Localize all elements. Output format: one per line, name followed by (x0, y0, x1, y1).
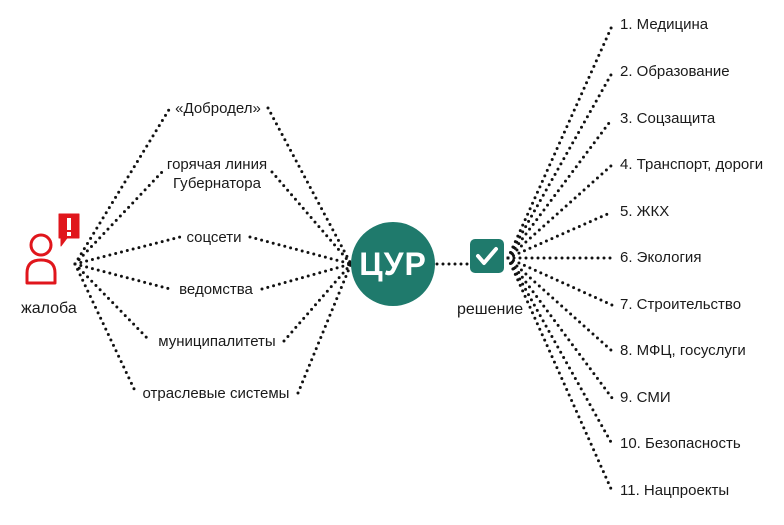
connector-source-hub-2 (270, 170, 353, 266)
source-departments: ведомства (176, 281, 256, 299)
checkmark-icon (470, 239, 504, 273)
connector-complaint-source-5 (73, 262, 152, 343)
connector-decision-category-1 (506, 24, 614, 260)
category-7: 7. Строительство (617, 296, 745, 314)
connector-decision-category-7 (506, 256, 614, 307)
connector-decision-category-9 (506, 256, 614, 400)
connector-complaint-source-1 (73, 106, 172, 266)
connector-decision-category-8 (506, 256, 614, 353)
connector-source-hub-4 (260, 262, 353, 291)
connector-decision-category-3 (506, 117, 614, 260)
category-8: 8. МФЦ, госуслуги (617, 342, 749, 360)
source-governor-hotline-line1: горячая линия (166, 156, 268, 173)
connector-decision-category-2 (506, 71, 614, 260)
category-4: 4. Транспорт, дороги (617, 156, 767, 174)
category-2: 2. Образование (617, 63, 733, 81)
source-industry-systems: отраслевые системы (139, 385, 293, 403)
decision-label: решение (457, 301, 524, 318)
hub-circle: ЦУР (351, 222, 435, 306)
connector-decision-category-5 (506, 210, 614, 260)
person-icon (25, 233, 57, 285)
connector-decision-category-10 (506, 256, 614, 446)
connector-source-hub-6 (296, 262, 353, 395)
category-9: 9. СМИ (617, 389, 674, 407)
exclamation-icon (58, 213, 80, 247)
connector-decision-category-4 (506, 163, 614, 260)
category-6: 6. Экология (617, 249, 705, 267)
connector-source-hub-1 (266, 106, 353, 266)
source-social-networks: соцсети (183, 229, 245, 247)
category-3: 3. Соцзащита (617, 110, 719, 128)
category-10: 10. Безопасность (617, 435, 744, 453)
source-municipalities: муниципалитеты (155, 333, 279, 351)
connector-source-hub-3 (248, 235, 353, 266)
checkmark-glyph (476, 247, 498, 265)
connector-decision-category-11 (506, 256, 614, 493)
category-11: 11. Нацпроекты (617, 482, 733, 500)
connector-complaint-source-3 (73, 235, 182, 266)
connector-complaint-source-4 (73, 262, 172, 291)
category-1: 1. Медицина (617, 16, 712, 34)
connector-complaint-source-2 (73, 170, 164, 266)
connector-complaint-source-6 (73, 262, 138, 395)
source-governor-hotline: горячая линия Губернатора (163, 155, 271, 193)
source-dobrodel: «Добродел» (172, 100, 264, 118)
category-5: 5. ЖКХ (617, 203, 673, 221)
complaint-label: жалоба (21, 300, 77, 317)
source-governor-hotline-line2: Губернатора (173, 175, 261, 192)
connector-source-hub-5 (282, 262, 353, 343)
